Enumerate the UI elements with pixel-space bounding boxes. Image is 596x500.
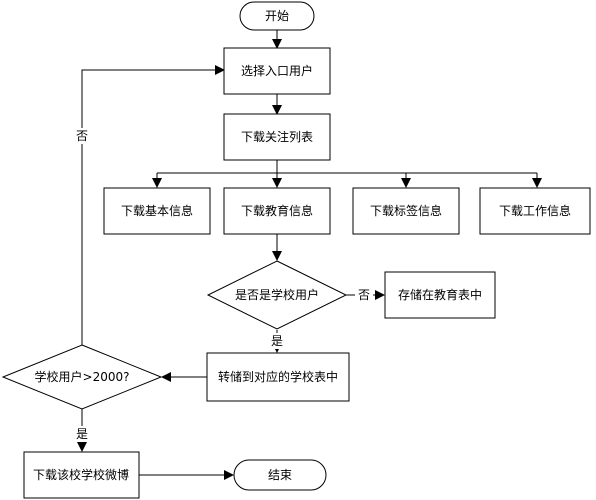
- edge-label-yes-transfer: 是: [271, 334, 283, 348]
- node-select-entry-user: 选择入口用户: [223, 47, 331, 95]
- node-end: 结束: [233, 459, 327, 491]
- svg-text:下载工作信息: 下载工作信息: [499, 203, 571, 218]
- edge-label-no-store: 否: [358, 288, 370, 302]
- node-download-school-weibo: 下载该校学校微博: [23, 451, 140, 499]
- node-decision-school-users-over-2000: 学校用户>2000?: [1, 344, 163, 410]
- svg-text:结束: 结束: [268, 468, 292, 482]
- svg-text:开始: 开始: [265, 9, 289, 23]
- edge-count-no-loop: [81, 65, 225, 345]
- svg-text:学校用户>2000?: 学校用户>2000?: [35, 369, 130, 384]
- svg-text:下载该校学校微博: 下载该校学校微博: [33, 467, 129, 482]
- node-start: 开始: [239, 1, 315, 31]
- node-store-in-education-table: 存储在教育表中: [384, 271, 496, 319]
- connectors: [77, 30, 542, 480]
- svg-text:存储在教育表中: 存储在教育表中: [398, 287, 482, 302]
- svg-text:下载标签信息: 下载标签信息: [370, 203, 442, 218]
- svg-text:下载关注列表: 下载关注列表: [241, 129, 313, 144]
- node-download-education-info: 下载教育信息: [223, 187, 331, 235]
- svg-text:选择入口用户: 选择入口用户: [241, 63, 313, 78]
- node-download-tag-info: 下载标签信息: [352, 187, 460, 235]
- edge-label-no-loop: 否: [76, 129, 88, 143]
- svg-text:下载教育信息: 下载教育信息: [241, 203, 313, 218]
- svg-text:转储到对应的学校表中: 转储到对应的学校表中: [218, 369, 338, 384]
- node-download-follow-list: 下载关注列表: [223, 113, 331, 161]
- node-download-work-info: 下载工作信息: [479, 187, 591, 235]
- node-decision-is-school-user: 是否是学校用户: [206, 260, 348, 330]
- node-store-to-school-table: 转储到对应的学校表中: [206, 352, 350, 402]
- svg-text:是否是学校用户: 是否是学校用户: [235, 287, 319, 302]
- edge-label-yes-weibo: 是: [76, 427, 88, 441]
- svg-text:下载基本信息: 下载基本信息: [121, 203, 193, 218]
- node-download-basic-info: 下载基本信息: [103, 187, 211, 235]
